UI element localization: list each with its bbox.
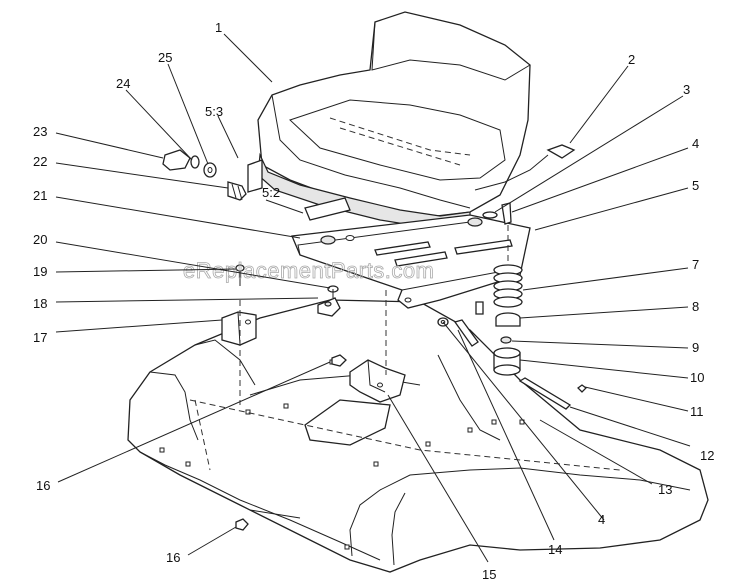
callout-5-3: 5:3 bbox=[205, 104, 223, 119]
seat-switch-hardware bbox=[162, 149, 247, 201]
callout-19: 19 bbox=[33, 264, 47, 279]
callout-20: 20 bbox=[33, 232, 47, 247]
seat bbox=[257, 11, 576, 229]
callout-4-upper: 4 bbox=[692, 136, 699, 151]
seat-slide-bracket bbox=[247, 159, 351, 221]
nut-9 bbox=[500, 336, 512, 344]
nut-16-upper bbox=[331, 354, 347, 367]
screw-19 bbox=[235, 264, 245, 272]
leader-lines bbox=[55, 33, 691, 563]
callout-5-2: 5:2 bbox=[262, 185, 280, 200]
callout-5: 5 bbox=[692, 178, 699, 193]
callout-8: 8 bbox=[692, 299, 699, 314]
callout-labels: 1 2 3 4 5 5:3 5:2 7 8 9 10 11 12 13 14 4… bbox=[33, 20, 714, 582]
washer-24 bbox=[190, 155, 200, 169]
callout-23: 23 bbox=[33, 124, 47, 139]
callout-9: 9 bbox=[692, 340, 699, 355]
watermark-text: eReplacementParts.com bbox=[183, 258, 434, 283]
plunger-22 bbox=[227, 181, 247, 201]
callout-10: 10 bbox=[690, 370, 704, 385]
callout-11: 11 bbox=[690, 404, 704, 419]
callout-2: 2 bbox=[628, 52, 635, 67]
callout-21: 21 bbox=[33, 188, 47, 203]
bracket-15 bbox=[349, 359, 406, 403]
callout-12: 12 bbox=[700, 448, 714, 463]
rod-12 bbox=[518, 377, 572, 410]
callout-15: 15 bbox=[482, 567, 496, 582]
spring-7 bbox=[493, 264, 523, 308]
callout-4-lower: 4 bbox=[598, 512, 605, 527]
spring-stack bbox=[437, 202, 587, 410]
callout-22: 22 bbox=[33, 154, 47, 169]
nut-16-lower bbox=[235, 518, 249, 531]
callout-7: 7 bbox=[692, 257, 699, 272]
seat-mounting-plate bbox=[291, 214, 531, 309]
pin-11 bbox=[577, 384, 587, 393]
callout-14: 14 bbox=[548, 542, 562, 557]
callout-16-lower: 16 bbox=[166, 550, 180, 565]
brackets bbox=[221, 264, 406, 531]
fender-body-pan bbox=[127, 299, 709, 573]
callout-25: 25 bbox=[158, 50, 172, 65]
knob-18 bbox=[317, 297, 341, 317]
alignment-lines bbox=[239, 225, 509, 405]
callout-18: 18 bbox=[33, 296, 47, 311]
seat-switch-23 bbox=[162, 149, 191, 171]
bolt-4 bbox=[501, 202, 512, 225]
callout-3: 3 bbox=[683, 82, 690, 97]
bolt-14 bbox=[453, 319, 479, 347]
callout-13: 13 bbox=[658, 482, 672, 497]
callout-1: 1 bbox=[215, 20, 222, 35]
callout-24: 24 bbox=[116, 76, 130, 91]
callout-16-upper: 16 bbox=[36, 478, 50, 493]
callout-17: 17 bbox=[33, 330, 47, 345]
